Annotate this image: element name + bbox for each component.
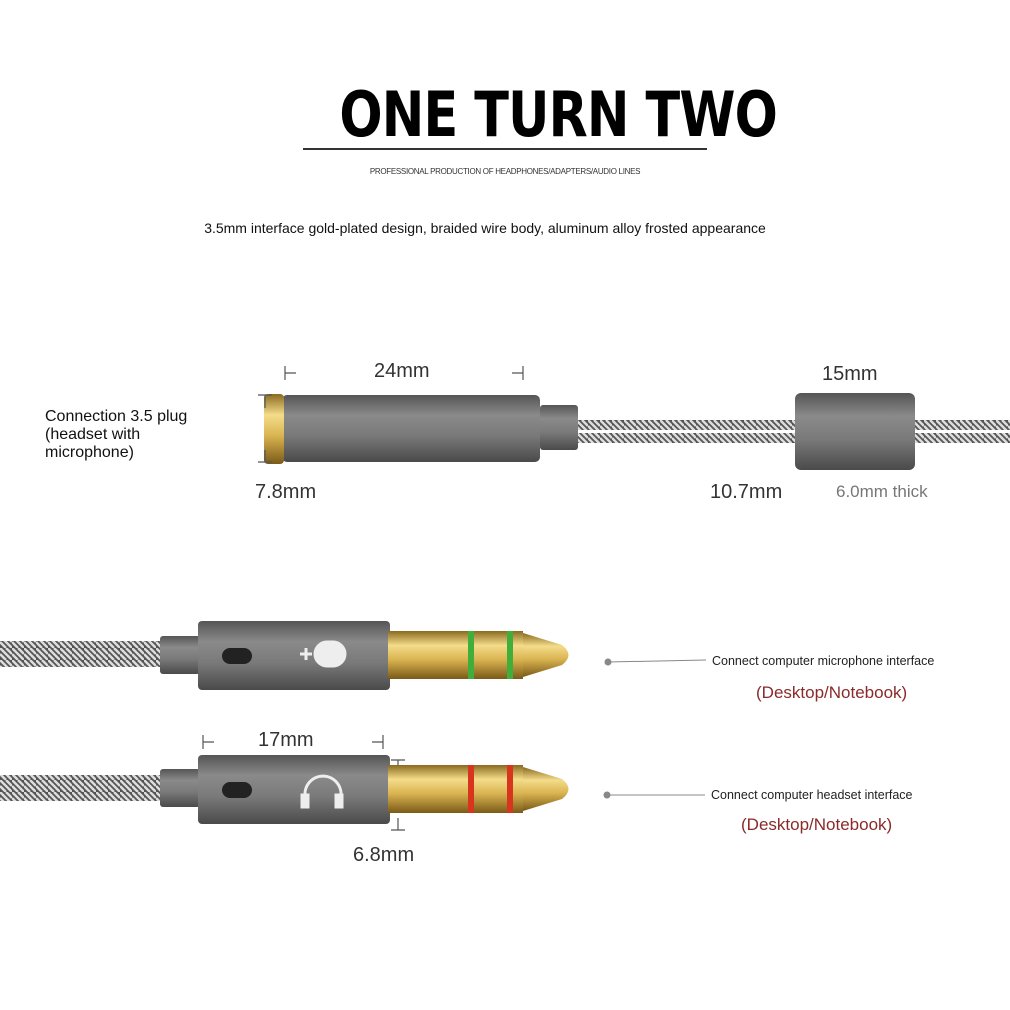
plug-diameter-dimension: 6.8mm	[353, 844, 415, 866]
microphone-interface-label: Connect computer microphone interface	[712, 654, 935, 668]
diameter-dimension: 7.8mm	[255, 481, 317, 503]
subtitle: PROFESSIONAL PRODUCTION OF HEADPHONES/AD…	[369, 167, 641, 176]
braided-cable	[578, 433, 1010, 443]
microphone-icon	[300, 640, 347, 668]
tagline: 3.5mm interface gold-plated design, brai…	[204, 220, 766, 236]
splitter-length-dimension: 15mm	[822, 363, 878, 385]
microphone-plug	[0, 621, 569, 690]
headset-icon	[300, 774, 344, 809]
splitter-width-dimension: 10.7mm	[710, 481, 783, 503]
female-connector	[264, 393, 1010, 470]
splitter-thickness: 6.0mm thick	[836, 482, 928, 501]
gold-socket	[264, 394, 284, 464]
microphone-interface-sublabel: (Desktop/Notebook)	[756, 683, 908, 702]
plug-length-dimension: 17mm	[258, 729, 314, 751]
splitter	[795, 393, 915, 470]
length-dimension: 24mm	[374, 360, 430, 382]
title-underline	[303, 148, 707, 150]
headset-interface-sublabel: (Desktop/Notebook)	[741, 815, 893, 834]
braided-cable	[578, 420, 1010, 430]
female-connector-label: Connection 3.5 plug (headset with microp…	[45, 408, 188, 461]
page-title: ONE TURN TWO	[339, 78, 778, 151]
callout-pointers	[603, 658, 707, 799]
headset-plug	[0, 755, 569, 824]
headset-interface-label: Connect computer headset interface	[711, 788, 913, 802]
